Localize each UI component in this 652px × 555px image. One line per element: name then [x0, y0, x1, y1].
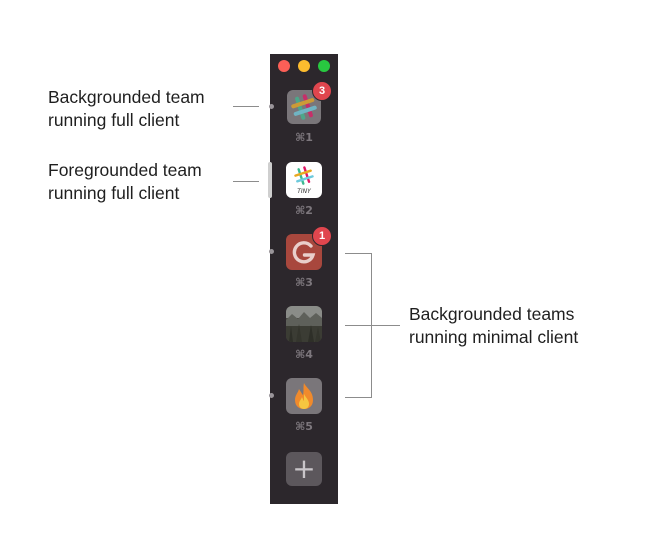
- bracket-middle: [345, 325, 371, 326]
- team-3-badge: 1: [312, 226, 332, 246]
- team-3-status-dot: [269, 249, 274, 254]
- fire-icon: [295, 383, 313, 409]
- label-foregrounded-full: Foregrounded team running full client: [48, 160, 202, 203]
- team-2-shortcut: ⌘2: [295, 204, 313, 217]
- team-4-button[interactable]: [286, 306, 322, 342]
- bracket-stem: [372, 325, 400, 326]
- g-logo-icon: [292, 241, 316, 264]
- slack-tiny-logo-icon: TINY: [294, 166, 314, 195]
- team-1-status-dot: [269, 104, 274, 109]
- team-1-shortcut: ⌘1: [295, 131, 313, 144]
- zoom-window-button[interactable]: [318, 60, 330, 72]
- label-backgrounded-full: Backgrounded team running full client: [48, 87, 205, 130]
- team-5-status-dot: [269, 393, 274, 398]
- landscape-photo-icon: [286, 306, 322, 342]
- team-5-button[interactable]: [286, 378, 322, 414]
- close-window-button[interactable]: [278, 60, 290, 72]
- bracket-top: [345, 253, 372, 254]
- team-2-active-indicator: [268, 162, 272, 198]
- minimize-window-button[interactable]: [298, 60, 310, 72]
- label-backgrounded-minimal: Backgrounded teams running minimal clien…: [409, 304, 579, 347]
- connector-line-1: [233, 106, 259, 107]
- team-5-shortcut: ⌘5: [295, 420, 313, 433]
- team-4-shortcut: ⌘4: [295, 348, 313, 361]
- team-2-tile-text: TINY: [297, 188, 312, 195]
- connector-line-2: [233, 181, 259, 182]
- slack-logo-icon: [291, 94, 317, 120]
- team-2-button[interactable]: TINY: [286, 162, 322, 198]
- add-team-button[interactable]: +: [286, 452, 322, 486]
- team-sidebar: [270, 54, 338, 504]
- bracket-vertical: [371, 253, 372, 398]
- team-3-shortcut: ⌘3: [295, 276, 313, 289]
- bracket-bottom: [345, 397, 372, 398]
- team-1-badge: 3: [312, 81, 332, 101]
